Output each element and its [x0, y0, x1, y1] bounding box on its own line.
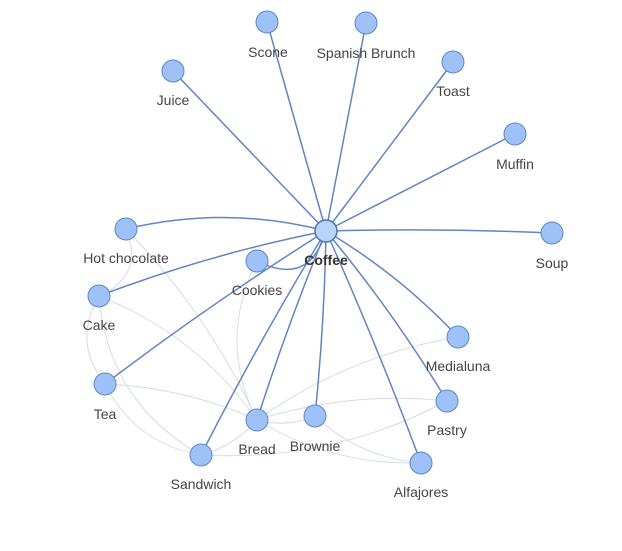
edge-bread-medialuna [256, 336, 459, 421]
node-medialuna[interactable]: Medialuna [426, 325, 491, 374]
edge-coffee-toast [325, 61, 454, 232]
node-pastry[interactable]: Pastry [427, 389, 467, 438]
node-label-soup: Soup [536, 255, 569, 271]
node-scone[interactable]: Scone [248, 10, 288, 60]
node-toast[interactable]: Toast [436, 50, 470, 99]
edge-cookies-bread [236, 260, 258, 421]
node-sandwich[interactable]: Sandwich [171, 443, 232, 492]
node-label-cake: Cake [83, 317, 116, 333]
node-circle-cake[interactable] [87, 284, 111, 308]
node-label-cookies: Cookies [232, 282, 283, 298]
edge-coffee-brownie [314, 230, 327, 417]
node-label-sandwich: Sandwich [171, 476, 232, 492]
node-label-juice: Juice [157, 92, 190, 108]
edge-coffee-alfajores [325, 230, 422, 464]
node-circle-bread[interactable] [245, 408, 269, 432]
node-label-scone: Scone [248, 44, 288, 60]
node-label-toast: Toast [436, 83, 470, 99]
node-circle-tea[interactable] [93, 372, 117, 396]
node-circle-cookies[interactable] [245, 249, 269, 273]
edge-coffee-cake [98, 230, 327, 297]
edge-brownie-alfajores [314, 415, 422, 464]
node-brownie[interactable]: Brownie [290, 404, 341, 454]
node-juice[interactable]: Juice [157, 59, 190, 108]
node-circle-muffin[interactable] [503, 122, 527, 146]
edge-coffee-bread [256, 230, 327, 421]
node-label-pastry: Pastry [427, 422, 467, 438]
edge-coffee-scone [266, 21, 327, 232]
node-cookies[interactable]: Cookies [232, 249, 283, 298]
edge-coffee-hot-chocolate [125, 216, 327, 232]
node-soup[interactable]: Soup [536, 221, 569, 271]
node-spanish-brunch[interactable]: Spanish Brunch [317, 11, 416, 61]
node-circle-hot-chocolate[interactable] [114, 217, 138, 241]
node-circle-soup[interactable] [540, 221, 564, 245]
node-bread[interactable]: Bread [238, 408, 276, 457]
edge-tea-bread [104, 383, 258, 421]
edge-cake-tea [86, 295, 106, 385]
edge-coffee-medialuna [325, 230, 459, 338]
edge-coffee-tea [104, 230, 327, 385]
node-label-alfajores: Alfajores [394, 484, 448, 500]
node-circle-brownie[interactable] [303, 404, 327, 428]
strong-edge-layer [98, 21, 553, 464]
node-muffin[interactable]: Muffin [496, 122, 534, 172]
node-hot-chocolate[interactable]: Hot chocolate [83, 217, 169, 266]
node-label-coffee: Coffee [304, 252, 348, 268]
edge-cake-sandwich [98, 295, 202, 456]
node-circle-coffee[interactable] [314, 219, 338, 243]
edge-coffee-spanish-brunch [325, 22, 367, 232]
edge-sandwich-pastry [200, 400, 448, 457]
node-circle-alfajores[interactable] [409, 451, 433, 475]
edge-bread-alfajores [256, 419, 422, 464]
node-circle-spanish-brunch[interactable] [354, 11, 378, 35]
node-tea[interactable]: Tea [93, 372, 117, 422]
edge-hot-chocolate-bread [125, 228, 258, 421]
edge-tea-sandwich [104, 383, 202, 456]
edge-coffee-soup [325, 229, 553, 234]
node-cake[interactable]: Cake [83, 284, 116, 333]
edge-bread-pastry [256, 397, 448, 421]
edge-coffee-juice [172, 70, 327, 232]
node-alfajores[interactable]: Alfajores [394, 451, 448, 500]
node-circle-scone[interactable] [255, 10, 279, 34]
edge-cake-bread [98, 295, 258, 421]
node-circle-sandwich[interactable] [189, 443, 213, 467]
node-coffee[interactable]: Coffee [304, 219, 348, 268]
node-label-spanish-brunch: Spanish Brunch [317, 45, 416, 61]
node-label-tea: Tea [94, 406, 117, 422]
edge-coffee-muffin [325, 133, 516, 232]
node-circle-toast[interactable] [441, 50, 465, 74]
edge-coffee-pastry [325, 230, 448, 402]
node-circle-pastry[interactable] [435, 389, 459, 413]
node-label-bread: Bread [238, 441, 275, 457]
node-label-medialuna: Medialuna [426, 358, 491, 374]
node-circle-medialuna[interactable] [446, 325, 470, 349]
node-label-hot-chocolate: Hot chocolate [83, 250, 169, 266]
node-label-brownie: Brownie [290, 438, 341, 454]
edge-coffee-sandwich [200, 230, 327, 456]
node-circle-juice[interactable] [161, 59, 185, 83]
node-label-muffin: Muffin [496, 156, 534, 172]
